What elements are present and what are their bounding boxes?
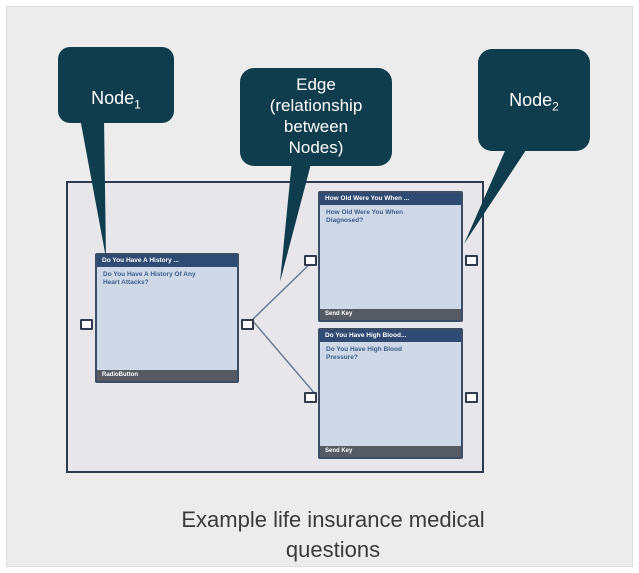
- figure-caption: Example life insurance medical questions: [66, 505, 600, 565]
- node-age-title: How Old Were You When ...: [320, 193, 461, 205]
- node-history-input-port[interactable]: [80, 319, 93, 330]
- edge-to-age-node: [251, 257, 317, 321]
- caption-line-2: questions: [285, 537, 381, 562]
- node-blood-input-port[interactable]: [304, 392, 317, 403]
- edge-to-blood-node: [251, 319, 317, 396]
- node-blood-title: Do You Have High Blood...: [320, 330, 461, 342]
- node2-callout-shape: [464, 49, 590, 244]
- node-blood-body: Do You Have High Blood Pressure?: [326, 346, 402, 361]
- node-age[interactable]: How Old Were You When ... How Old Were Y…: [318, 191, 463, 322]
- edge-callout-label: Edge (relationship between Nodes): [269, 75, 363, 157]
- node2-callout-label: Node2: [509, 90, 559, 114]
- node-history-output-port[interactable]: [241, 319, 254, 330]
- node-age-output-port[interactable]: [465, 255, 478, 266]
- node-blood[interactable]: Do You Have High Blood... Do You Have Hi…: [318, 328, 463, 459]
- node-age-footer: Send Key: [320, 309, 461, 320]
- node1-callout-label: Node1: [91, 88, 141, 112]
- node-age-input-port[interactable]: [304, 255, 317, 266]
- node-history-title: Do You Have A History ...: [97, 255, 237, 267]
- caption-line-1: Example life insurance medical: [181, 507, 485, 532]
- node1-callout-shape: [58, 47, 174, 258]
- node-age-body: How Old Were You When Diagnosed?: [326, 209, 403, 224]
- flow-canvas: Do You Have A History ... Do You Have A …: [66, 181, 484, 473]
- edge-lines: [251, 257, 317, 396]
- node-history-footer: RadioButton: [97, 370, 237, 381]
- edge-callout-shape: [240, 68, 392, 282]
- node-history-body: Do You Have A History Of Any Heart Attac…: [103, 271, 196, 286]
- node-blood-output-port[interactable]: [465, 392, 478, 403]
- node-blood-footer: Send Key: [320, 446, 461, 457]
- node-history[interactable]: Do You Have A History ... Do You Have A …: [95, 253, 239, 383]
